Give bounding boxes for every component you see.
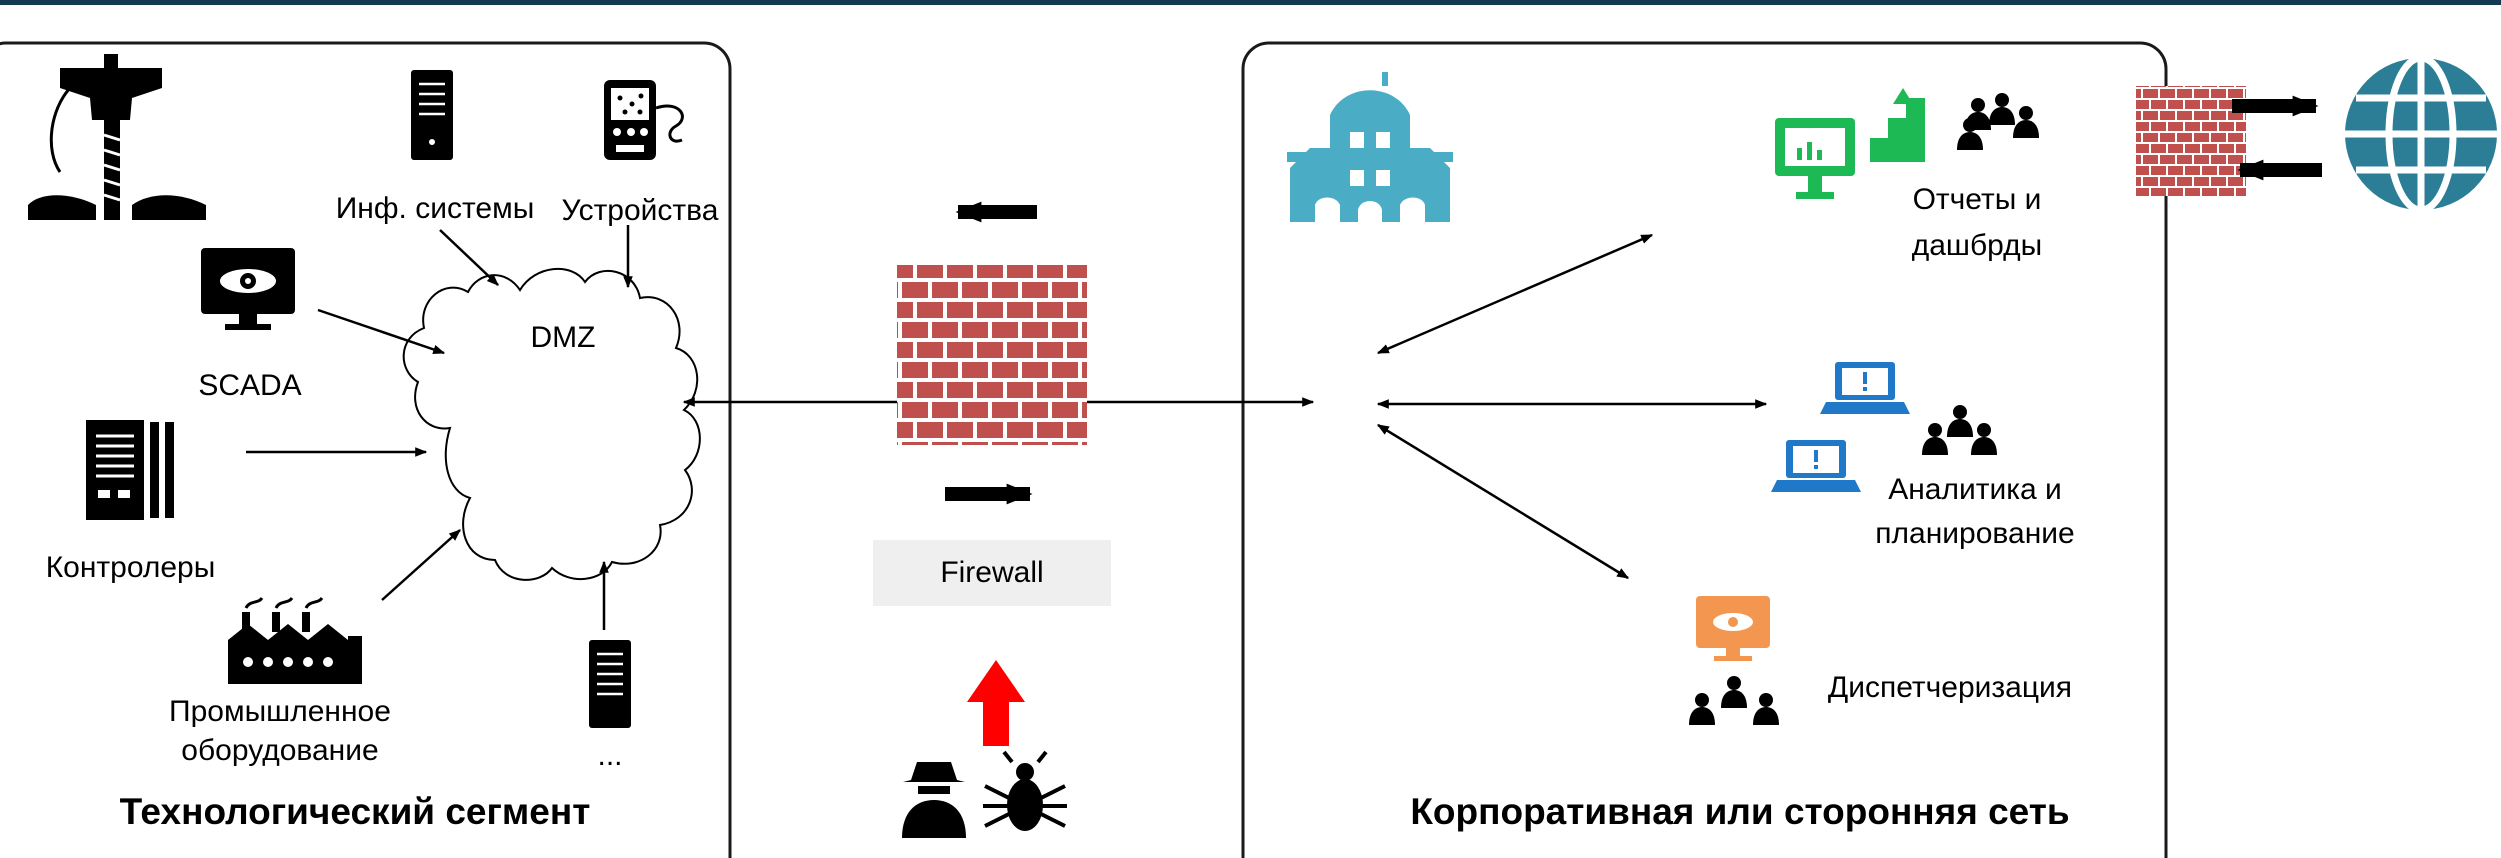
laptop-alert-icon <box>1771 440 1861 492</box>
dispatch-label: Диспетчеризация <box>1827 671 2073 704</box>
people-group-icon <box>1957 93 2039 150</box>
industrial-equipment-label-line2: оборудование <box>181 734 379 767</box>
link-corp-dispatch <box>1376 423 1630 580</box>
dashboard-monitor-icon <box>1775 88 1925 199</box>
corp-segment-title: Корпоративная или сторонняя сеть <box>1410 791 2070 832</box>
arrow-info-systems-dmz <box>439 229 499 286</box>
reports-label-line1: Отчеты и <box>1912 183 2042 216</box>
industrial-equipment-label-line1: Промышленное <box>169 695 391 728</box>
tech-segment-title: Технологический сегмент <box>119 791 591 832</box>
measuring-device-icon <box>604 80 684 160</box>
server-icon <box>411 70 453 160</box>
info-systems-label: Инф. системы <box>335 192 535 225</box>
people-group-icon <box>1922 405 1997 455</box>
top-bar <box>0 0 2501 5</box>
bug-icon <box>983 750 1067 831</box>
firewall-wall-icon <box>897 265 1087 445</box>
other-systems-label: ... <box>597 739 623 772</box>
link-corp-reports <box>1376 233 1654 355</box>
arrow-scada-dmz <box>317 308 446 355</box>
firewall-label-box: Firewall <box>873 540 1111 606</box>
controllers-label: Контролеры <box>45 551 216 584</box>
firewall-label: Firewall <box>940 556 1044 589</box>
dmz-cloud <box>402 267 701 581</box>
drill-icon <box>28 54 206 220</box>
small-server-icon <box>589 640 631 728</box>
laptop-alert-icon <box>1820 362 1910 414</box>
analytics-label-line1: Аналитика и <box>1888 473 2062 506</box>
factory-icon <box>228 597 362 684</box>
devices-label: Устройства <box>561 194 719 227</box>
people-group-icon <box>1689 676 1779 725</box>
tech-segment-frame <box>0 41 732 858</box>
globe-icon <box>2345 54 2497 214</box>
threat-arrow <box>967 660 1025 746</box>
corp-segment-frame <box>1241 41 2168 858</box>
external-firewall-icon <box>2136 86 2246 196</box>
scada-label: SCADA <box>198 369 302 402</box>
analytics-label-line2: планирование <box>1875 517 2075 550</box>
office-building-icon <box>1287 72 1453 222</box>
hacker-icon <box>902 762 966 838</box>
dmz-label: DMZ <box>530 321 596 354</box>
arrow-industrial-dmz <box>381 529 461 601</box>
reports-label-line2: дашбрды <box>1911 229 2043 262</box>
scada-monitor-icon <box>201 248 295 330</box>
controller-icon <box>86 420 174 520</box>
dispatch-monitor-icon <box>1696 596 1770 661</box>
